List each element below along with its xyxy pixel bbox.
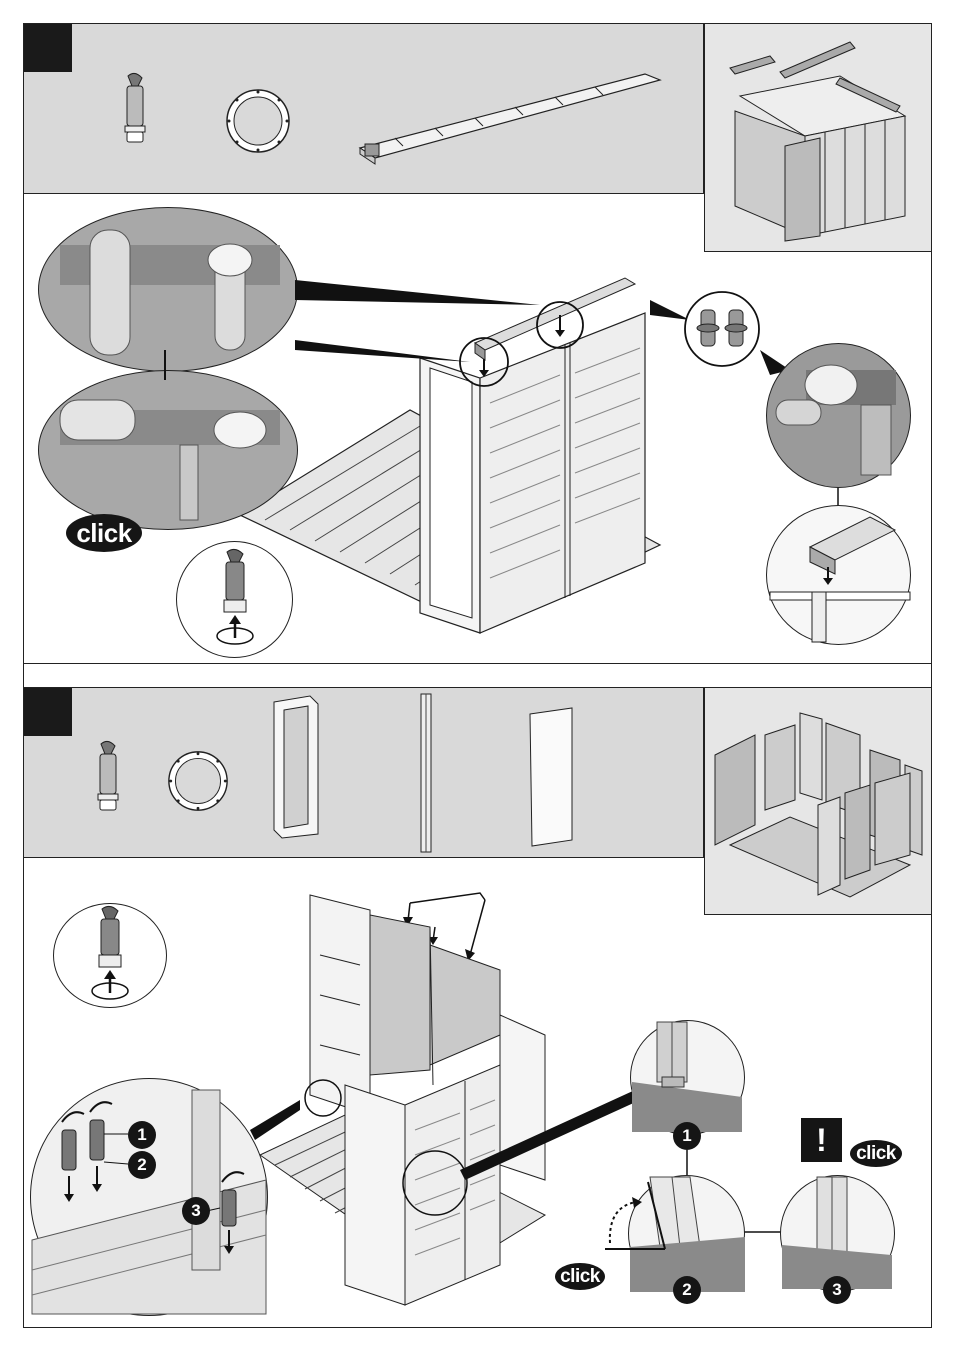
click-label-badge-left: click (555, 1263, 605, 1290)
profile-joint-drawing-3 (782, 1177, 892, 1289)
profile-joint-drawing-1 (632, 1022, 742, 1132)
sequence-badge-2: 2 (673, 1276, 701, 1304)
profile-joint-drawing-2 (600, 1177, 745, 1292)
click-label-badge-right: click (850, 1140, 902, 1167)
sequence-badge-1: 1 (673, 1122, 701, 1150)
sequence-badge-3: 3 (823, 1276, 851, 1304)
warning-badge: ! (801, 1118, 842, 1162)
